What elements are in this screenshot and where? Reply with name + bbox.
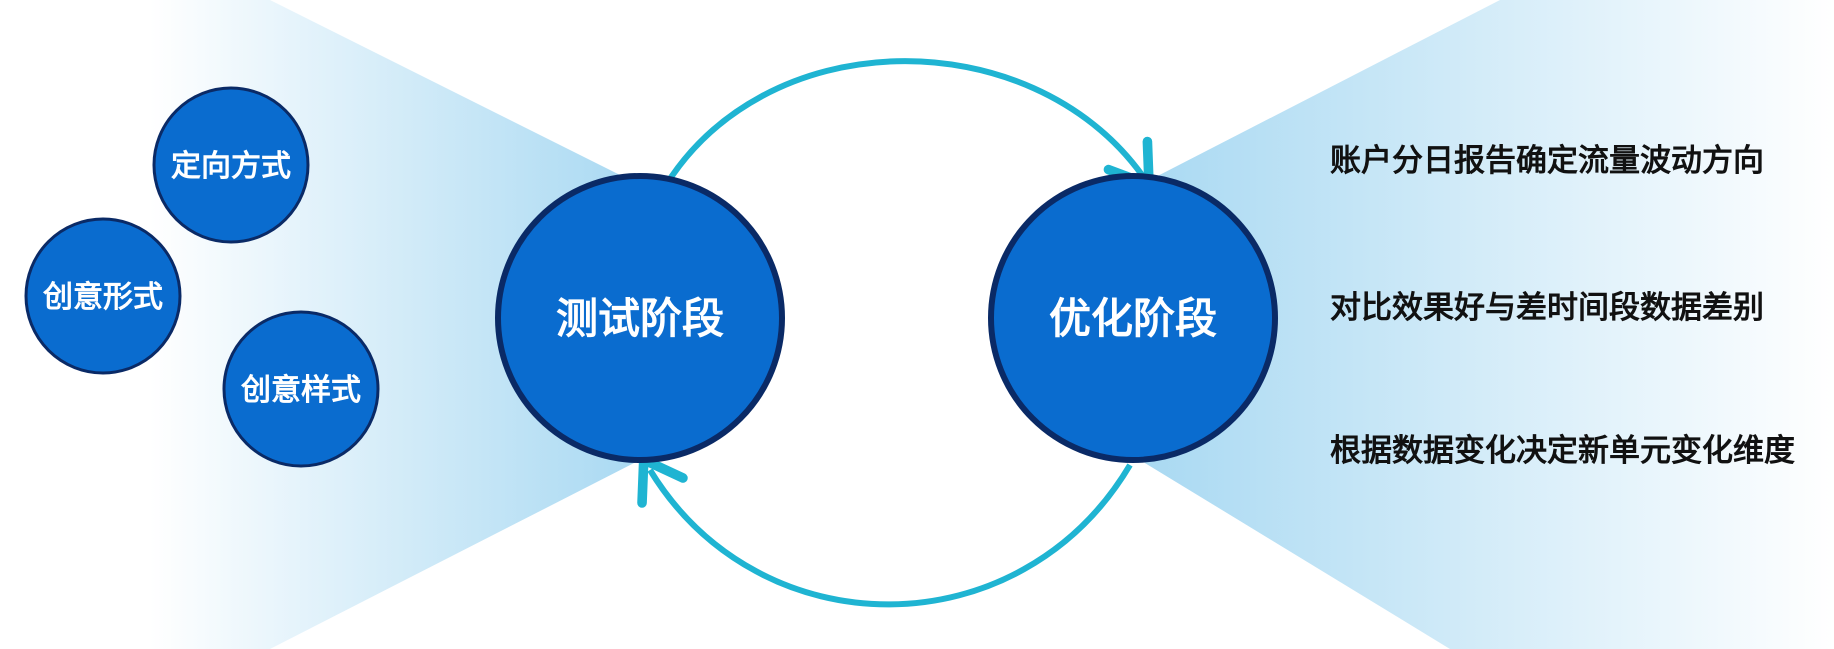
right-item-1: 账户分日报告确定流量波动方向: [1330, 143, 1764, 179]
left-item-circle-1: 定向方式: [152, 86, 310, 244]
top-arrow: [657, 58, 1154, 197]
test-stage-label: 测试阶段: [556, 294, 724, 343]
bottom-arrow: [637, 454, 1133, 608]
right-item-3: 根据数据变化决定新单元变化维度: [1330, 433, 1795, 469]
test-stage-circle: 测试阶段: [495, 173, 785, 463]
left-item-circle-2: 创意形式: [24, 217, 182, 375]
optimize-stage-circle: 优化阶段: [988, 173, 1278, 463]
right-item-2: 对比效果好与差时间段数据差别: [1330, 290, 1764, 326]
optimize-stage-label: 优化阶段: [1049, 294, 1217, 343]
left-item-label: 创意样式: [240, 373, 361, 408]
left-item-label: 创意形式: [42, 280, 163, 315]
left-item-circle-3: 创意样式: [222, 310, 380, 468]
right-fan: [1140, 0, 1834, 649]
left-item-label: 定向方式: [171, 149, 291, 184]
